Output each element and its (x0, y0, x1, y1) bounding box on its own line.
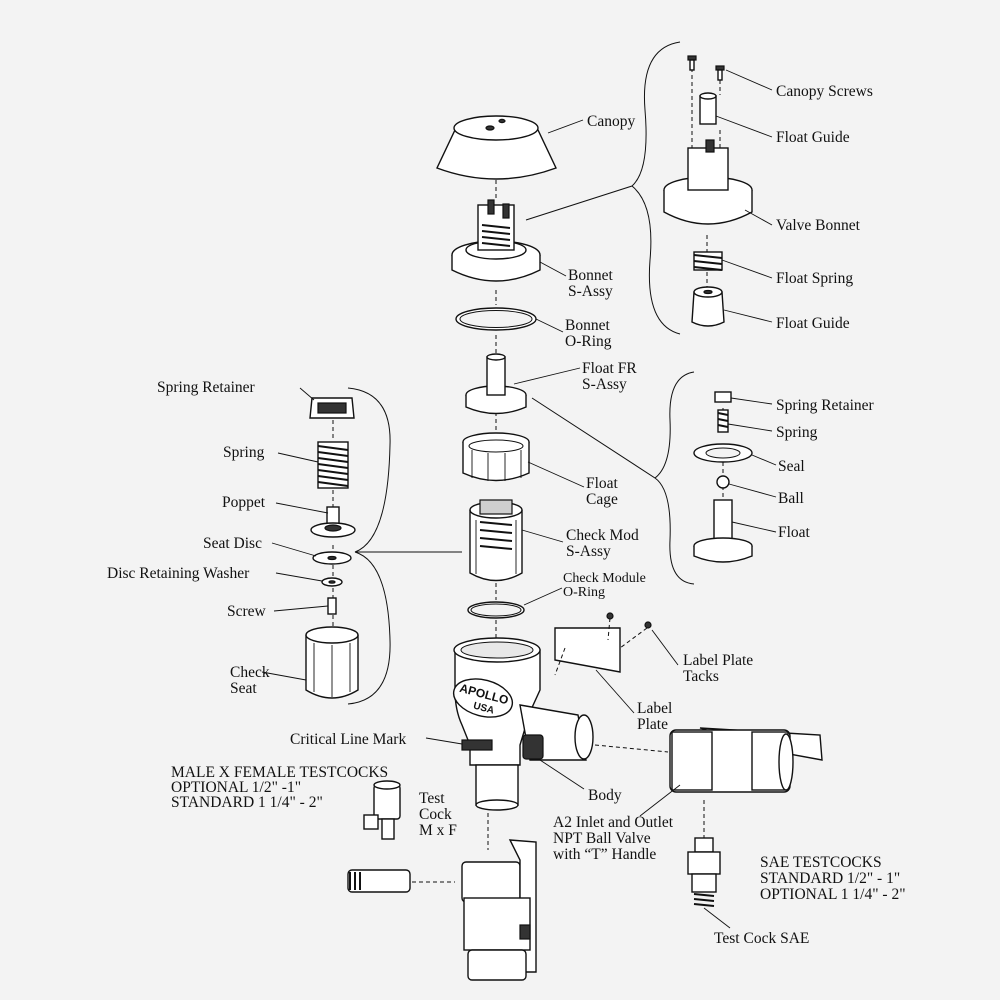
label-body: Body (588, 787, 622, 804)
note-male-female-line2: OPTIONAL 1/2" -1" (171, 779, 301, 796)
label-bonnet-oring-line2: O-Ring (565, 333, 612, 350)
label-check-module-oring-line1: Check Module (563, 571, 646, 586)
label-canopy: Canopy (587, 113, 635, 130)
label-seal: Seal (778, 458, 805, 475)
label-valve-bonnet: Valve Bonnet (776, 217, 861, 234)
left-exploded-group (261, 387, 462, 705)
test-cock-sae-part (687, 800, 731, 929)
label-label-plate-tacks-line1: Label Plate (683, 652, 753, 669)
label-label-plate-line1: Label (637, 700, 672, 717)
canopy-part (436, 115, 584, 180)
body-part: APOLLO USA (425, 637, 594, 811)
bonnet-s-assy-part (451, 199, 567, 282)
label-spring-right: Spring (776, 424, 818, 441)
note-male-female-line3: STANDARD 1 1/4" - 2" (171, 794, 323, 811)
label-label-plate-line2: Plate (637, 716, 668, 733)
label-poppet: Poppet (222, 494, 266, 511)
label-testcock-mf-line3: M x F (419, 822, 457, 839)
label-float-cage-line1: Float (586, 475, 619, 492)
label-ball-valve-line2: NPT Ball Valve (553, 830, 651, 847)
label-check-seat-line2: Seat (230, 680, 257, 697)
label-critical-line-mark: Critical Line Mark (290, 731, 406, 748)
label-label-plate-tacks-line2: Tacks (683, 668, 719, 685)
label-float-spring: Float Spring (776, 270, 853, 287)
check-module-oring-part (467, 587, 563, 619)
body-logo-country: USA (472, 701, 495, 717)
float-fr-exploded-group (531, 371, 777, 585)
label-float-fr-line1: Float FR (582, 360, 637, 377)
note-sae-line1: SAE TESTCOCKS (760, 854, 882, 871)
bonnet-oring-part (455, 307, 564, 333)
label-disc-retaining-washer: Disc Retaining Washer (107, 565, 250, 582)
label-check-module-oring-line2: O-Ring (563, 585, 605, 600)
right-ball-valve-part (594, 727, 823, 817)
label-ball-valve-line1: A2 Inlet and Outlet (553, 814, 674, 831)
label-float-fr-line2: S-Assy (582, 376, 627, 393)
label-canopy-screws: Canopy Screws (776, 83, 873, 100)
label-float-cage-line2: Cage (586, 491, 618, 508)
note-sae-line2: STANDARD 1/2" - 1" (760, 870, 900, 887)
label-bonnet-oring-line1: Bonnet (565, 317, 610, 334)
label-float: Float (778, 524, 811, 541)
top-right-exploded-group (525, 41, 773, 335)
check-mod-s-assy-part (469, 499, 564, 582)
label-plate-part (554, 612, 679, 714)
label-testcock-mf-line1: Test (419, 790, 445, 807)
note-male-female-line1: MALE X FEMALE TESTCOCKS (171, 764, 388, 781)
label-float-guide-top: Float Guide (776, 129, 850, 146)
label-check-mod-line1: Check Mod (566, 527, 639, 544)
test-cock-mf-part (363, 780, 401, 840)
label-float-guide-bottom: Float Guide (776, 315, 850, 332)
label-spring-retainer-right: Spring Retainer (776, 397, 875, 414)
float-fr-s-assy-part (465, 353, 581, 415)
label-bonnet-s-assy-line2: S-Assy (568, 283, 613, 300)
float-cage-part (462, 432, 585, 488)
label-check-mod-line2: S-Assy (566, 543, 611, 560)
label-spring-retainer-left: Spring Retainer (157, 379, 256, 396)
label-testcock-mf-line2: Cock (419, 806, 452, 823)
label-ball-valve-line3: with “T” Handle (553, 846, 656, 863)
note-sae-line3: OPTIONAL 1 1/4" - 2" (760, 886, 906, 903)
label-check-seat-line1: Check (230, 664, 270, 681)
label-test-cock-sae: Test Cock SAE (714, 930, 809, 947)
label-bonnet-s-assy-line1: Bonnet (568, 267, 613, 284)
label-ball: Ball (778, 490, 804, 507)
label-spring-left: Spring (223, 444, 265, 461)
label-seat-disc: Seat Disc (203, 535, 262, 552)
label-screw: Screw (227, 603, 267, 620)
bottom-ball-valve-part (347, 839, 537, 981)
center-axis (487, 180, 497, 850)
part-labels: Canopy Canopy Screws Float Guide Valve B… (107, 83, 906, 947)
